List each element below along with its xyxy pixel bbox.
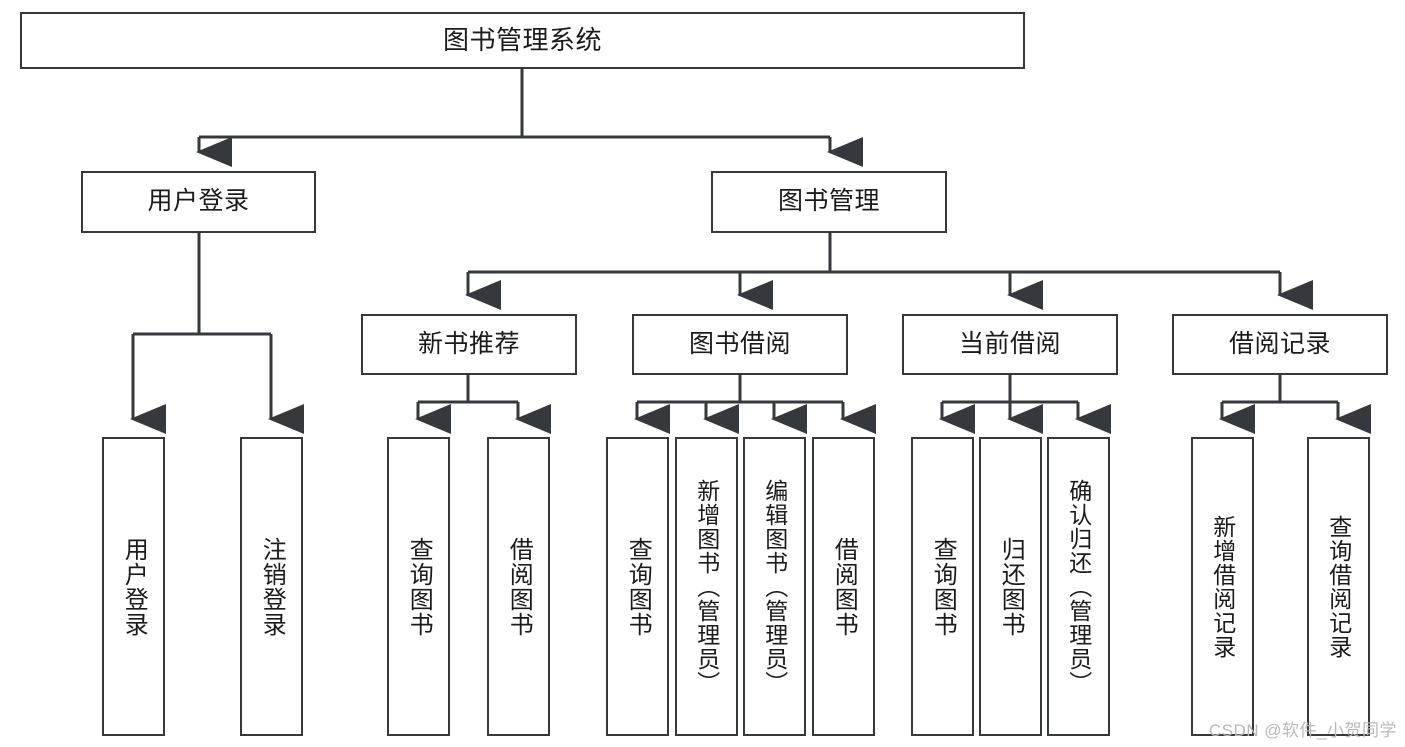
- node-label: 归还图书: [997, 536, 1025, 637]
- node-current-borrow[interactable]: 当前借阅: [902, 314, 1118, 375]
- leaf-borrow-edit-book-admin[interactable]: 编辑图书（管理员）: [743, 437, 806, 736]
- node-label: 用户登录: [120, 536, 148, 637]
- leaf-record-query-borrow-record[interactable]: 查询借阅记录: [1307, 437, 1370, 736]
- node-label: 新增图书（管理员）: [693, 478, 720, 695]
- node-label: 新书推荐: [417, 329, 520, 358]
- leaf-current-query-book[interactable]: 查询图书: [911, 437, 974, 736]
- node-label: 借阅记录: [1228, 329, 1331, 358]
- leaf-current-return-book[interactable]: 归还图书: [979, 437, 1042, 736]
- node-label: 查询图书: [929, 536, 957, 637]
- node-label: 借阅图书: [830, 536, 858, 637]
- node-label: 图书管理: [777, 187, 880, 216]
- node-label: 注销登录: [258, 536, 286, 637]
- node-label: 查询图书: [624, 536, 652, 637]
- node-label: 图书管理系统: [442, 25, 602, 56]
- node-borrow-record[interactable]: 借阅记录: [1172, 314, 1388, 375]
- node-book-management[interactable]: 图书管理: [711, 171, 947, 233]
- leaf-borrow-add-book-admin[interactable]: 新增图书（管理员）: [675, 437, 738, 736]
- node-label: 查询图书: [405, 536, 433, 637]
- node-label: 借阅图书: [505, 536, 533, 637]
- leaf-user-login[interactable]: 用户登录: [102, 437, 165, 736]
- leaf-record-add-borrow-record[interactable]: 新增借阅记录: [1191, 437, 1254, 736]
- node-label: 查询借阅记录: [1325, 514, 1352, 659]
- leaf-borrow-borrow-book[interactable]: 借阅图书: [812, 437, 875, 736]
- node-user-login[interactable]: 用户登录: [81, 171, 316, 233]
- leaf-recommend-query-book[interactable]: 查询图书: [387, 437, 450, 736]
- node-label: 当前借阅: [958, 329, 1061, 358]
- node-label: 确认归还（管理员）: [1065, 478, 1092, 695]
- node-label: 图书借阅: [688, 329, 791, 358]
- leaf-current-confirm-return-admin[interactable]: 确认归还（管理员）: [1047, 437, 1110, 736]
- leaf-borrow-query-book[interactable]: 查询图书: [606, 437, 669, 736]
- node-new-book-recommend[interactable]: 新书推荐: [361, 314, 577, 375]
- node-root-system[interactable]: 图书管理系统: [20, 12, 1025, 69]
- node-label: 新增借阅记录: [1209, 514, 1236, 659]
- leaf-user-logout[interactable]: 注销登录: [240, 437, 303, 736]
- leaf-recommend-borrow-book[interactable]: 借阅图书: [487, 437, 550, 736]
- node-label: 用户登录: [147, 187, 250, 216]
- csdn-watermark: CSDN @软件_小贺同学: [1208, 721, 1397, 740]
- node-label: 编辑图书（管理员）: [761, 478, 788, 695]
- node-book-borrow[interactable]: 图书借阅: [632, 314, 848, 375]
